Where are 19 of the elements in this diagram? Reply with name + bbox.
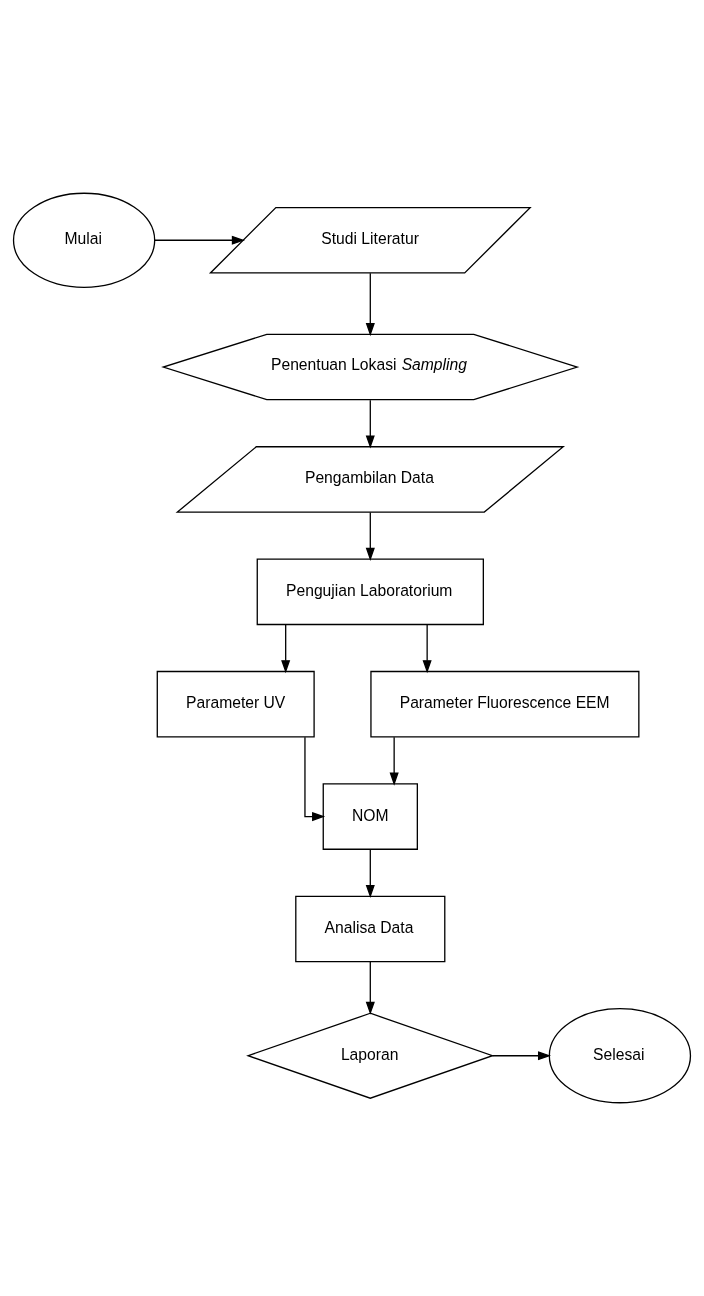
arrow [422,624,432,674]
node-diamond: Laporan [246,1012,495,1099]
node-box: Parameter Fluorescence EEM [370,670,640,738]
arrow [365,399,375,449]
arrow [365,511,375,561]
arrow [365,849,375,899]
arrow [154,235,245,245]
arrow [365,961,375,1015]
node-ellipse: Mulai [12,192,156,288]
node-box: Parameter UV [156,670,315,738]
arrow [304,736,326,822]
node-box: NOM [322,783,418,850]
node-box: Pengujian Laboratorium [256,558,484,626]
arrow [365,272,375,337]
node-ellipse: Selesai [548,1008,692,1104]
arrow [389,736,399,786]
arrow [491,1051,552,1061]
arrow [281,624,291,674]
node-box: Analisa Data [295,895,446,963]
